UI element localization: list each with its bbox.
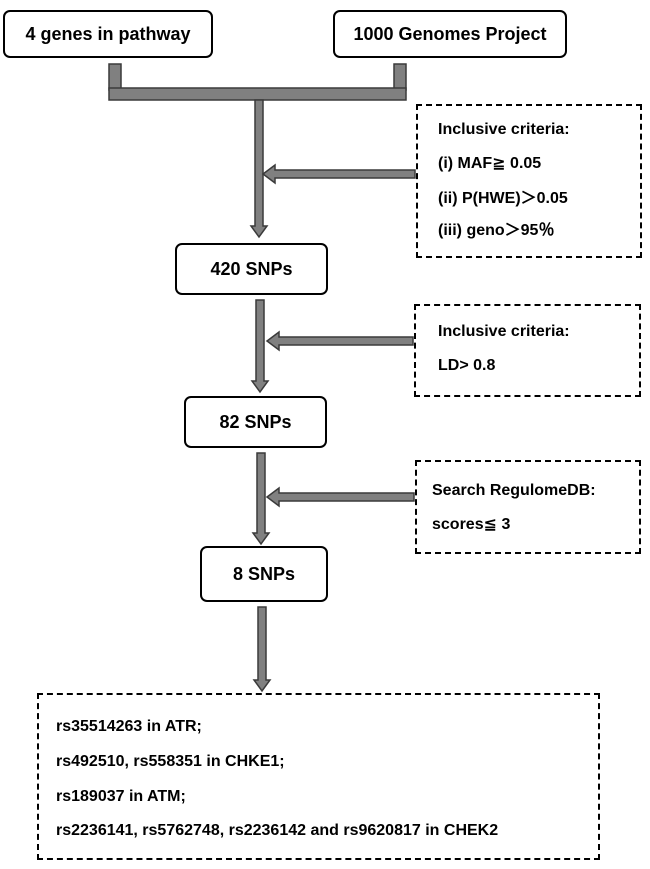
merge-bracket [108, 63, 407, 101]
criteria-line: (ii) P(HWE)＞0.05 [438, 190, 568, 207]
result-line: rs492510, rs558351 in CHKE1; [56, 753, 285, 770]
result-line: rs35514263 in ATR; [56, 718, 202, 735]
left-arrow-1 [261, 163, 416, 185]
left-arrow-3 [265, 486, 415, 508]
genes-in-pathway-label: 4 genes in pathway [25, 23, 191, 44]
genes-in-pathway-box: 4 genes in pathway [3, 10, 213, 58]
step-label: 8 SNPs [232, 563, 296, 584]
step-box-82-snps: 82 SNPs [184, 396, 327, 448]
genomes-project-box: 1000 Genomes Project [333, 10, 567, 58]
left-arrow-2 [265, 330, 414, 352]
criteria-line: Search RegulomeDB: [432, 482, 596, 499]
step-label: 420 SNPs [210, 258, 293, 279]
criteria-box-regulomedb: Search RegulomeDB: scores≦ 3 [415, 460, 641, 554]
criteria-box-qc: Inclusive criteria: (i) MAF≧ 0.05 (ii) P… [416, 104, 642, 258]
step-box-8-snps: 8 SNPs [200, 546, 328, 602]
criteria-line: scores≦ 3 [432, 516, 511, 533]
down-arrow-4 [252, 606, 272, 693]
result-snps-box: rs35514263 in ATR; rs492510, rs558351 in… [37, 693, 600, 860]
down-arrow-3 [251, 452, 271, 546]
criteria-line: Inclusive criteria: [438, 121, 570, 138]
result-line: rs189037 in ATM; [56, 788, 186, 805]
down-arrow-1 [249, 99, 269, 239]
step-box-420-snps: 420 SNPs [175, 243, 328, 295]
criteria-box-ld: Inclusive criteria: LD> 0.8 [414, 304, 641, 397]
criteria-line: Inclusive criteria: [438, 323, 570, 340]
criteria-line: (i) MAF≧ 0.05 [438, 155, 542, 172]
result-line: rs2236141, rs5762748, rs2236142 and rs96… [56, 822, 499, 839]
genomes-project-label: 1000 Genomes Project [353, 23, 547, 44]
down-arrow-2 [250, 299, 270, 394]
step-label: 82 SNPs [219, 411, 292, 432]
criteria-line: LD> 0.8 [438, 357, 496, 374]
criteria-line: (iii) geno＞95％ [438, 222, 555, 239]
